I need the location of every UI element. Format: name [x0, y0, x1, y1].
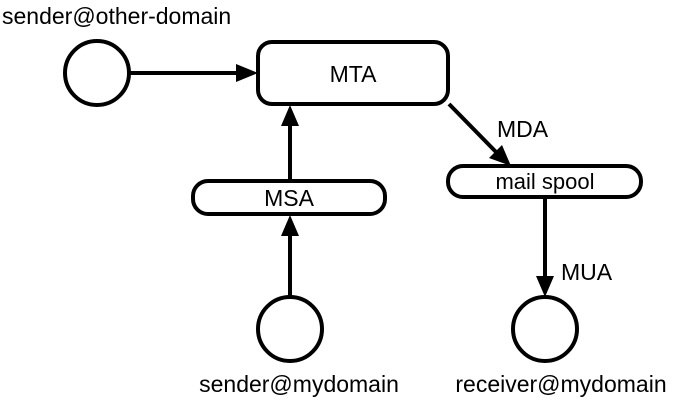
- sender-other-domain-label: sender@other-domain: [2, 3, 231, 29]
- mta-label: MTA: [330, 61, 378, 87]
- mua-edge-label: MUA: [561, 259, 613, 285]
- edge-sender-mydomain-to-msa: [281, 215, 299, 296]
- edge-msa-to-mta: [281, 105, 299, 180]
- sender-mydomain-node: [256, 295, 324, 363]
- mail-spool-label: mail spool: [495, 169, 594, 194]
- msa-node: [191, 179, 387, 216]
- edge-sender-other-to-mta: [130, 64, 258, 82]
- mda-edge-label: MDA: [497, 116, 549, 142]
- sender-mydomain-label: sender@mydomain: [199, 371, 399, 397]
- receiver-mydomain-label: receiver@mydomain: [455, 371, 666, 397]
- mta-node: [256, 40, 450, 106]
- receiver-mydomain-node: [511, 295, 579, 363]
- msa-label: MSA: [264, 185, 315, 211]
- edge-mail-spool-to-receiver: [536, 198, 554, 297]
- sender-other-domain-node: [63, 39, 131, 107]
- edge-mta-to-mail-spool: [447, 102, 511, 166]
- mail-spool-node: [446, 164, 643, 199]
